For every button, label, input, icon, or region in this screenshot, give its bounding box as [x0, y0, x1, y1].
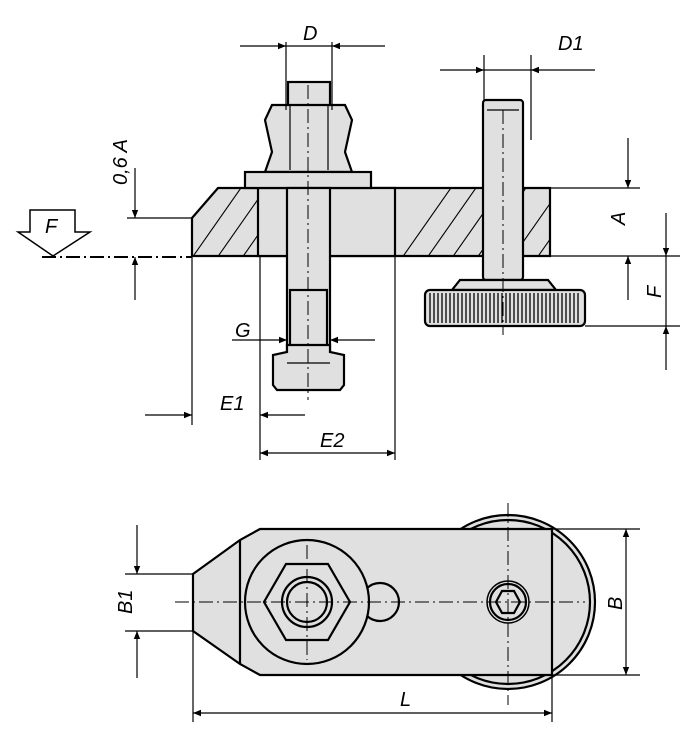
knurled-knob: [423, 288, 587, 328]
label-L: L: [400, 689, 411, 711]
label-F: F: [644, 284, 666, 298]
knob-collar: [449, 278, 559, 292]
label-B1: B1: [115, 590, 137, 614]
top-view: B1 B L: [115, 503, 640, 722]
label-E1: E1: [220, 393, 244, 415]
knurling: [429, 293, 579, 323]
label-force: F: [45, 216, 59, 238]
force-arrow-icon: [15, 209, 93, 257]
label-E2: E2: [320, 430, 344, 452]
label-D: D: [303, 23, 317, 45]
label-D1: D1: [558, 33, 584, 55]
label-A: A: [608, 212, 630, 226]
dimension-lines-top: [125, 525, 640, 722]
side-view: F D D1 A F 0,6 A G E1 E2: [15, 23, 680, 460]
dimension-lines: [127, 42, 680, 460]
hatching-left: [192, 188, 258, 256]
label-0-6A: 0,6 A: [110, 139, 132, 185]
bolt-tip: [286, 80, 332, 110]
label-G: G: [235, 320, 251, 342]
label-B: B: [605, 597, 627, 610]
